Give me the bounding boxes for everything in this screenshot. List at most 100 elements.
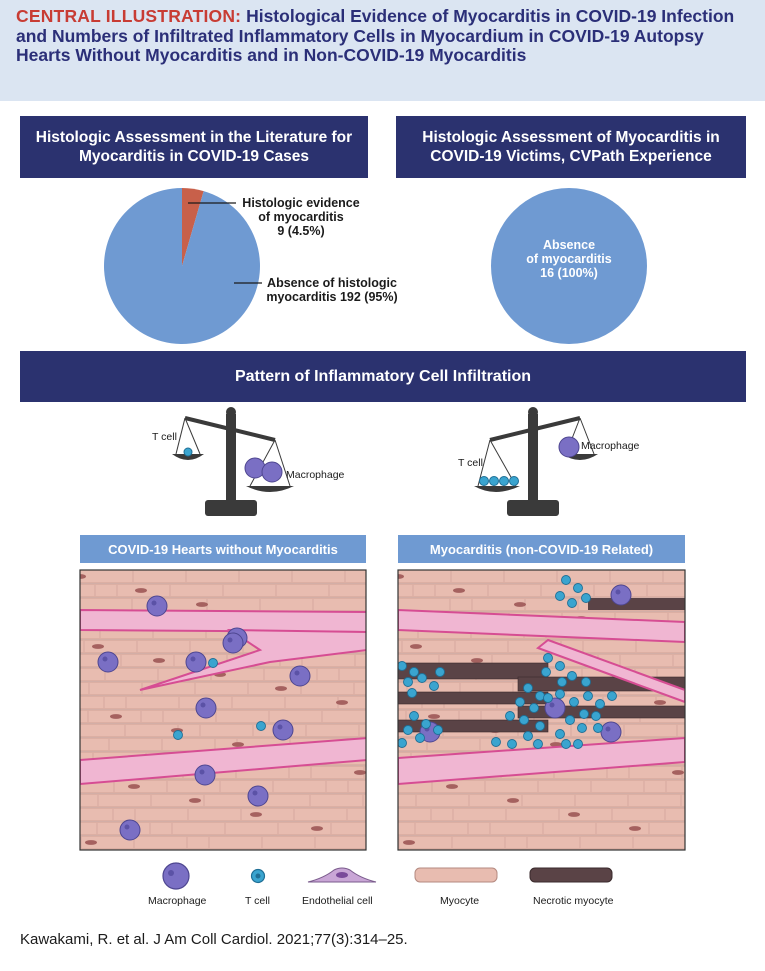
balance-left-pan-left bbox=[172, 454, 204, 460]
myocyte bbox=[80, 807, 366, 822]
t-cell bbox=[409, 667, 419, 677]
myocyte bbox=[398, 807, 685, 822]
t-cell bbox=[543, 653, 553, 663]
t-cell bbox=[573, 583, 583, 593]
t-cell bbox=[429, 681, 439, 691]
myocyte bbox=[80, 723, 366, 738]
myocyte-nucleus bbox=[92, 644, 104, 649]
t-cell bbox=[529, 703, 539, 713]
myocyte bbox=[80, 583, 366, 598]
balance-scales bbox=[172, 407, 598, 516]
t-cell bbox=[561, 575, 571, 585]
myocyte-nucleus bbox=[311, 826, 323, 831]
myocyte-nucleus bbox=[428, 714, 440, 719]
myocyte-nucleus bbox=[153, 658, 165, 663]
pie-left-label-evidence: Histologic evidence of myocarditis 9 (4.… bbox=[236, 196, 366, 238]
t-cell bbox=[409, 711, 419, 721]
pie-right-slice-absence bbox=[491, 188, 647, 344]
myocyte-nucleus bbox=[85, 840, 97, 845]
histology-left-frame bbox=[79, 569, 367, 851]
legend-icons bbox=[162, 862, 613, 890]
myocyte bbox=[398, 583, 685, 598]
balance-right bbox=[474, 407, 598, 516]
balance-right-macrophage-label: Macrophage bbox=[581, 440, 640, 452]
balance-left-base bbox=[205, 500, 257, 516]
pattern-title: Pattern of Inflammatory Cell Infiltratio… bbox=[20, 351, 746, 402]
t-cell bbox=[561, 739, 571, 749]
balance-left-tcell bbox=[183, 447, 193, 457]
right-histology-title-text: Myocarditis (non-COVID-19 Related) bbox=[429, 541, 654, 557]
pie-left-label-evidence-l2: of myocarditis bbox=[258, 210, 344, 224]
balance-left-beam bbox=[184, 416, 276, 442]
histology-non-covid-myocarditis bbox=[398, 570, 685, 850]
pie-left-slice-evidence bbox=[182, 188, 204, 266]
legend-myocyte-label: Myocyte bbox=[440, 895, 480, 907]
pie-left-slice-absence bbox=[103, 188, 260, 344]
myocyte bbox=[80, 779, 366, 794]
myocyte bbox=[398, 821, 685, 836]
balance-left-chain bbox=[274, 439, 291, 487]
right-histology-title: Myocarditis (non-COVID-19 Related) bbox=[398, 535, 685, 563]
macrophage-nucleus bbox=[252, 790, 258, 796]
balance-right-knob bbox=[528, 407, 538, 417]
t-cell bbox=[577, 723, 587, 733]
macrophage-cell bbox=[146, 595, 168, 617]
macrophage-cell bbox=[610, 584, 632, 606]
pie-charts bbox=[103, 188, 647, 344]
balance-right-tcell bbox=[509, 476, 519, 486]
myocyte-icon bbox=[414, 867, 498, 883]
myocyte bbox=[80, 681, 366, 696]
t-cell bbox=[403, 725, 413, 735]
macrophage-nucleus bbox=[102, 656, 108, 662]
myocyte-nucleus bbox=[672, 770, 684, 775]
necrotic-myocyte bbox=[588, 598, 685, 610]
t-cell bbox=[523, 683, 533, 693]
t-cell bbox=[543, 693, 553, 703]
left-panel-title: Histologic Assessment in the Literature … bbox=[20, 116, 368, 178]
myocyte bbox=[80, 709, 366, 724]
balance-right-chain bbox=[579, 417, 595, 455]
macrophage-nucleus bbox=[615, 589, 621, 595]
myocyte-nucleus bbox=[507, 798, 519, 803]
myocyte-nucleus bbox=[232, 742, 244, 747]
macrophage-nucleus bbox=[227, 637, 233, 643]
t-cell bbox=[421, 719, 431, 729]
myocyte bbox=[398, 779, 685, 794]
balance-right-macrophage bbox=[558, 436, 580, 458]
legend-macrophage-label: Macrophage bbox=[148, 895, 207, 907]
pie-right-label-l1: Absence bbox=[542, 238, 596, 252]
myocyte bbox=[80, 793, 366, 808]
myocyte-nucleus bbox=[196, 602, 208, 607]
macrophage-nucleus bbox=[294, 670, 300, 676]
t-cell bbox=[565, 715, 575, 725]
balance-left-macrophage bbox=[261, 461, 283, 483]
macrophage-cell bbox=[195, 697, 217, 719]
tcell-icon-nucleus bbox=[255, 873, 261, 879]
balance-left bbox=[172, 407, 294, 516]
pie-left-label-absence-l2: myocarditis 192 (95%) bbox=[266, 290, 398, 304]
t-cell bbox=[491, 737, 501, 747]
balance-left-post bbox=[226, 414, 236, 506]
macrophage-nucleus bbox=[151, 600, 157, 606]
left-histology-title: COVID-19 Hearts without Myocarditis bbox=[80, 535, 366, 563]
legend-necrotic-label: Necrotic myocyte bbox=[533, 895, 614, 907]
necrotic-myocyte bbox=[398, 691, 549, 705]
balance-right-tcell-label: T cell bbox=[458, 457, 483, 469]
macrophage-nucleus bbox=[277, 724, 283, 730]
t-cell bbox=[433, 725, 443, 735]
t-cell bbox=[595, 699, 605, 709]
t-cell bbox=[555, 729, 565, 739]
macrophage-nucleus bbox=[549, 702, 555, 708]
t-cell bbox=[208, 658, 218, 668]
t-cell bbox=[173, 730, 183, 740]
t-cell bbox=[398, 661, 407, 671]
legend-endothelial-label: Endothelial cell bbox=[302, 895, 373, 907]
myocyte bbox=[80, 821, 366, 836]
myocyte bbox=[398, 793, 685, 808]
t-cell bbox=[567, 598, 577, 608]
blood-vessel bbox=[535, 638, 685, 704]
macrophage-nucleus bbox=[200, 702, 206, 708]
t-cell bbox=[398, 738, 407, 748]
myocyte bbox=[80, 835, 366, 850]
